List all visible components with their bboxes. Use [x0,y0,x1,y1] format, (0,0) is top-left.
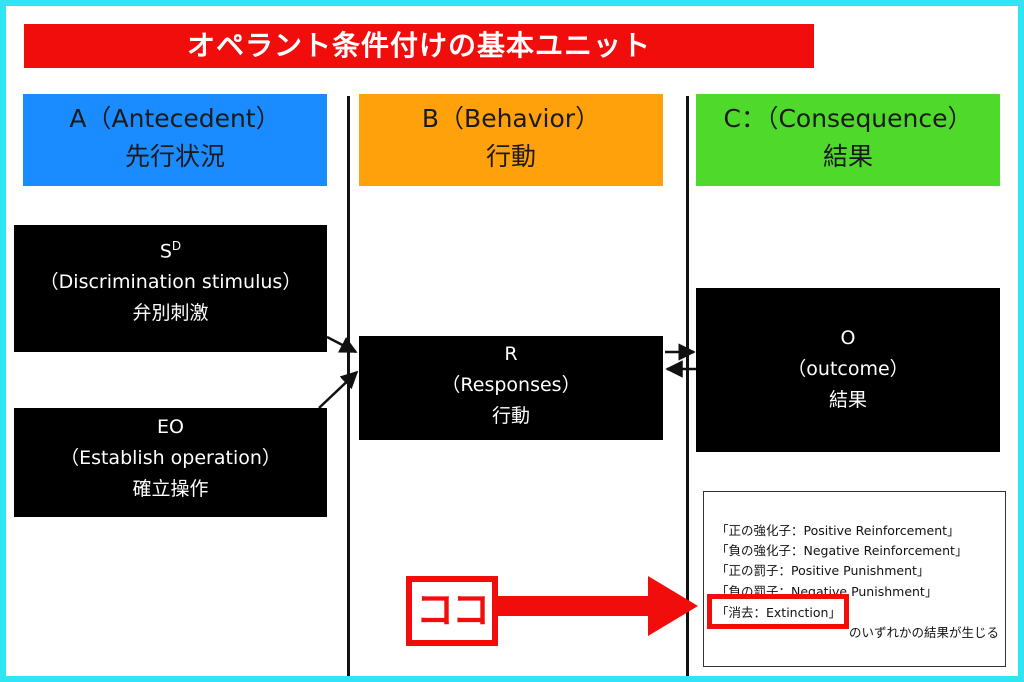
consequence-types-box: 「正の強化子：Positive Reinforcement」 「負の強化子：Ne… [703,491,1006,667]
column-header-consequence-en: C：（Consequence） [723,104,973,133]
consequence-item-positive-reinforcement: 「正の強化子：Positive Reinforcement」 [716,523,960,538]
r-english-label: （Responses） [441,374,581,396]
sd-symbol-s: S [159,240,172,263]
eo-japanese-label: 確立操作 [132,478,209,500]
discrimination-stimulus-box: SD （Discrimination stimulus） 弁別刺激 [14,225,327,352]
koko-callout-text: ココ [415,588,490,632]
outcome-box: O （outcome） 結果 [696,288,1000,452]
koko-callout-label: ココ [406,576,498,646]
column-header-consequence-ja: 結果 [822,142,873,171]
extinction-highlight-box [707,594,849,629]
consequence-footer-text: のいずれかの結果が生じる [848,625,999,640]
column-header-antecedent-ja: 先行状況 [124,142,225,171]
eo-english-label: （Establish operation） [60,447,281,469]
r-symbol: R [504,343,518,365]
callout-arrow-head [648,576,698,636]
sd-japanese-label: 弁別刺激 [132,302,209,325]
sd-english-label: （Discrimination stimulus） [39,271,302,294]
sd-symbol-superscript: D [171,239,182,253]
title-banner: オペラント条件付けの基本ユニット [24,24,814,68]
responses-box: R （Responses） 行動 [359,336,663,440]
column-header-behavior-en: B（Behavior） [421,104,601,133]
column-header-behavior-ja: 行動 [485,142,536,171]
o-symbol: O [840,327,856,349]
establish-operation-box: EO （Establish operation） 確立操作 [14,408,327,517]
consequence-item-extinction: 「消去：Extinction」 [716,605,841,620]
eo-symbol: EO [157,416,184,438]
column-header-consequence: C：（Consequence） 結果 [696,94,1000,186]
column-header-antecedent-en: A（Antecedent） [69,104,281,133]
column-header-behavior: B（Behavior） 行動 [359,94,663,186]
eo-to-r-arrow [318,370,359,409]
column-header-antecedent: A（Antecedent） 先行状況 [23,94,327,186]
sd-to-r-arrow [326,335,358,354]
divider-line-2 [686,96,689,676]
r-japanese-label: 行動 [491,405,530,427]
consequence-item-negative-reinforcement: 「負の強化子：Negative Reinforcement」 [716,543,968,558]
o-english-label: （outcome） [787,358,909,380]
sd-symbol: SD [14,231,327,267]
title-text: オペラント条件付けの基本ユニット [186,29,651,62]
consequence-item-positive-punishment: 「正の罰子：Positive Punishment」 [716,563,930,578]
o-japanese-label: 結果 [828,389,867,411]
callout-arrow-shaft [498,596,654,616]
